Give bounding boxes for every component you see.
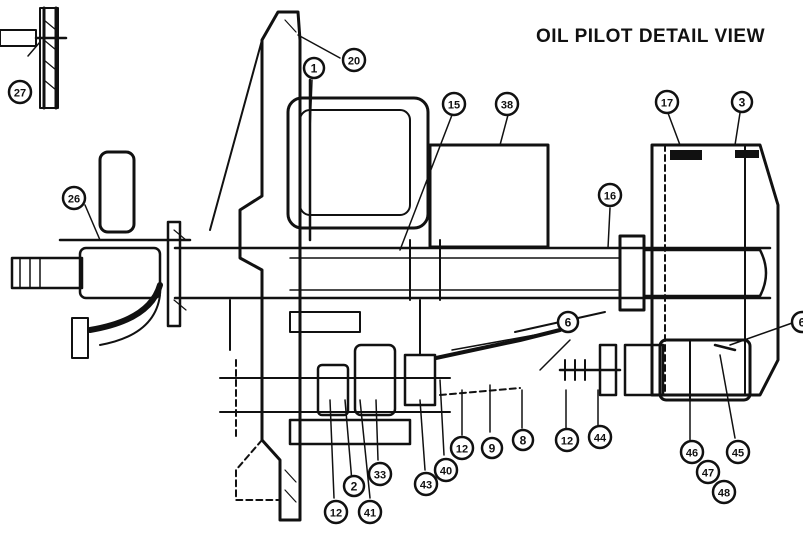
callout-label-12a: 12 — [330, 508, 342, 520]
callout-group: 27 20 1 15 38 17 3 26 16 6 12 2 41 33 43 40 12 9 8 12 44 46 47… — [7, 47, 803, 525]
callout-circle-40 — [433, 457, 459, 483]
callout-label-40: 40 — [440, 466, 452, 478]
callout-label-15: 15 — [448, 100, 460, 112]
callout-circle-33 — [367, 461, 393, 487]
callout-label-2: 2 — [351, 480, 358, 494]
callout-label-46: 46 — [686, 448, 698, 460]
callout-circle-16 — [597, 182, 623, 208]
callout-label-edge: 6 — [799, 316, 803, 330]
callout-circle-27 — [7, 79, 33, 105]
detail-inset — [0, 6, 68, 110]
callout-label-16: 16 — [604, 191, 616, 203]
callout-circle-6 — [556, 310, 580, 334]
diagram-title: OIL PILOT DETAIL VIEW — [536, 26, 766, 47]
callout-circle-43 — [413, 471, 439, 497]
housing-flange — [209, 10, 302, 522]
bell-housing — [650, 143, 780, 397]
left-coupling — [10, 150, 192, 359]
callout-label-45: 45 — [732, 448, 744, 460]
pump-housing — [286, 78, 430, 242]
block-component — [428, 143, 550, 249]
callout-circle-3 — [730, 90, 754, 114]
callout-circle-9 — [480, 436, 504, 460]
callout-label-9: 9 — [489, 442, 496, 456]
callout-circle-46 — [679, 439, 705, 465]
callout-circle-20 — [341, 47, 367, 73]
callout-label-44: 44 — [594, 433, 607, 445]
callout-label-27: 27 — [14, 88, 26, 100]
callout-label-47: 47 — [702, 468, 714, 480]
callout-label-8: 8 — [520, 434, 527, 448]
callout-label-3: 3 — [739, 96, 746, 110]
callout-circle-44 — [587, 424, 613, 450]
callout-circle-47 — [695, 459, 721, 485]
main-shaft — [173, 234, 772, 312]
callout-label-41: 41 — [364, 508, 376, 520]
callout-label-12b: 12 — [456, 444, 468, 456]
callout-circle-17 — [654, 89, 680, 115]
callout-label-20: 20 — [348, 56, 360, 68]
callout-label-26: 26 — [68, 194, 80, 206]
callout-circle-12a — [323, 499, 349, 525]
callout-circle-edge — [790, 310, 803, 334]
callout-label-12c: 12 — [561, 436, 573, 448]
callout-label-1: 1 — [311, 62, 318, 76]
callout-circle-26 — [61, 185, 87, 211]
callout-label-6: 6 — [565, 316, 572, 330]
callout-circle-12c — [554, 427, 580, 453]
callout-circle-48 — [711, 479, 737, 505]
callout-label-33: 33 — [374, 470, 386, 482]
callout-circle-45 — [725, 439, 751, 465]
callout-circle-2 — [342, 474, 366, 498]
callout-circle-38 — [494, 91, 520, 117]
callout-label-38: 38 — [501, 100, 513, 112]
callout-circle-15 — [441, 91, 467, 117]
callout-circle-12b — [449, 435, 475, 461]
leader-lines — [84, 34, 796, 499]
callout-circle-41 — [357, 499, 383, 525]
callout-circle-8 — [511, 428, 535, 452]
callout-label-43: 43 — [420, 480, 432, 492]
callout-label-17: 17 — [661, 98, 673, 110]
callout-label-48: 48 — [718, 488, 730, 500]
callout-circle-1 — [302, 56, 326, 80]
